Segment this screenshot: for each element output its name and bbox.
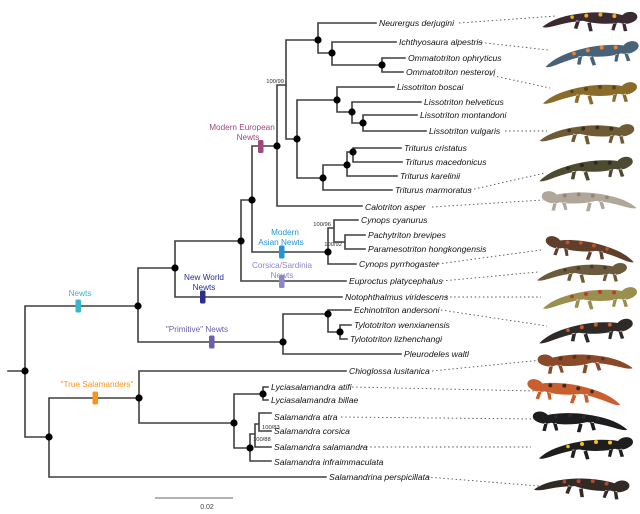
tip-label-triturus-cristatus: Triturus cristatus xyxy=(404,143,468,153)
clade-label-modern-asian-newts: Modern Asian Newts xyxy=(258,228,304,259)
support-value: 100/92 xyxy=(324,242,342,248)
support-value: 100/96 xyxy=(313,222,331,228)
clade-label-line: "True Salamanders" xyxy=(61,380,134,389)
clade-label-line: Modern European xyxy=(209,123,275,132)
tip-label-pleurodeles-waltl: Pleurodeles waltl xyxy=(404,349,470,359)
tip-label-tylototriton-lizhenchangi: Tylototriton lizhenchangi xyxy=(350,334,443,344)
species-photos xyxy=(526,5,640,504)
clade-label-primitive-newts: "Primitive" Newts xyxy=(166,325,228,349)
clade-marker xyxy=(75,299,81,313)
clade-label-line: Newts xyxy=(193,283,216,292)
tip-label-lissotriton-boscai: Lissotriton boscai xyxy=(397,82,464,92)
tip-label-chioglossa-lusitanica: Chioglossa lusitanica xyxy=(349,366,430,376)
tree-branches xyxy=(7,22,427,478)
clade-label-line: Asian Newts xyxy=(258,238,304,247)
tip-label-lissotriton-helveticus: Lissotriton helveticus xyxy=(424,97,504,107)
photo-ommatotriton xyxy=(543,82,637,105)
photo-salamandra-salamandra xyxy=(539,437,633,460)
photo-echinotriton-andersoni xyxy=(538,318,634,345)
tip-label-pachytriton-brevipes: Pachytriton brevipes xyxy=(368,230,447,240)
tip-labels: Neurergus derjugini Ichthyosaura alpestr… xyxy=(271,18,508,482)
tip-label-paramesotriton-hongkongensis: Paramesotriton hongkongensis xyxy=(368,244,487,254)
tip-label-lissotriton-montandoni: Lissotriton montandoni xyxy=(420,110,508,120)
photo-calotriton-asper xyxy=(541,186,637,214)
tip-label-cynops-pyrrhogaster: Cynops pyrrhogaster xyxy=(359,259,440,269)
tip-label-triturus-karelinii: Triturus karelinii xyxy=(400,171,461,181)
support-value: 100/99 xyxy=(266,79,284,85)
tip-label-lyciasalamandra-atifi: Lyciasalamandra atifi xyxy=(271,382,353,392)
clade-marker xyxy=(279,245,285,259)
photo-salamandra-atra xyxy=(532,408,628,435)
clade-marker xyxy=(209,335,215,349)
tip-label-cynops-cyanurus: Cynops cyanurus xyxy=(361,215,428,225)
tip-label-tylototriton-wenxianensis: Tylototriton wenxianensis xyxy=(354,320,451,330)
tip-label-calotriton-asper: Calotriton asper xyxy=(365,202,427,212)
tip-label-lyciasalamandra-billae: Lyciasalamandra billae xyxy=(271,395,358,405)
clade-marker xyxy=(258,140,264,153)
tip-label-salamandra-salamandra: Salamandra salamandra xyxy=(274,442,368,452)
clade-label-newts: Newts xyxy=(69,289,92,313)
leader-lines xyxy=(340,15,557,487)
photo-neurergus-derjugini xyxy=(542,5,638,35)
tip-label-ommatotriton-ophryticus: Ommatotriton ophryticus xyxy=(408,53,502,63)
tip-label-ommatotriton-nesterovi: Ommatotriton nesterovi xyxy=(406,67,496,77)
tip-label-salamandra-corsica: Salamandra corsica xyxy=(274,426,350,436)
clade-label-true-salamanders: "True Salamanders" xyxy=(61,380,134,405)
support-values: 100/99 100/96 100/92 100/83 100/88 xyxy=(253,79,342,443)
tip-label-notophthalmus-viridescens: Notophthalmus viridescens xyxy=(345,292,449,302)
clade-marker xyxy=(92,391,98,405)
tip-label-euproctus-platycephalus: Euproctus platycephalus xyxy=(349,276,443,286)
tree-nodes xyxy=(21,36,386,452)
clade-label-line: Newts xyxy=(237,133,260,142)
scale-bar: 0.02 xyxy=(155,497,233,511)
photo-notophthalmus-viridescens xyxy=(543,287,637,310)
photo-cynops-pyrrhogaster xyxy=(544,235,636,264)
clade-label-line: Corsica/Sardinia xyxy=(252,261,313,270)
scale-bar-label: 0.02 xyxy=(200,504,214,511)
clade-label-line: Modern xyxy=(271,228,299,237)
tip-label-salamandrina-perspicillata: Salamandrina perspicillata xyxy=(329,472,430,482)
tip-label-lissotriton-vulgaris: Lissotriton vulgaris xyxy=(429,126,501,136)
clade-label-modern-european-newts: Modern European Newts xyxy=(209,123,275,153)
photo-lyciasalamandra-atifi xyxy=(526,378,622,407)
clade-marker xyxy=(200,290,206,304)
tip-label-triturus-marmoratus: Triturus marmoratus xyxy=(395,185,472,195)
photo-lissotriton-vulgaris xyxy=(539,119,635,147)
clade-marker xyxy=(279,275,285,288)
photo-ichthyosaura-alpestris xyxy=(544,40,640,69)
photo-triturus-marmoratus xyxy=(538,156,634,183)
photo-salamandrina-perspicillata xyxy=(533,468,631,504)
photo-chioglossa-lusitanica xyxy=(537,346,633,378)
clade-label-line: Newts xyxy=(69,289,92,298)
clade-label-new-world-newts: New World Newts xyxy=(184,273,224,304)
tip-label-echinotriton-andersoni: Echinotriton andersoni xyxy=(354,305,441,315)
tip-label-salamandra-infraimmaculata: Salamandra infraimmaculata xyxy=(274,457,384,467)
clade-label-line: "Primitive" Newts xyxy=(166,325,228,334)
clade-label-corsica-sardinia-newts: Corsica/Sardinia Newts xyxy=(252,261,313,288)
photo-euproctus-platycephalus xyxy=(537,260,628,285)
tip-label-ichthyosaura-alpestris: Ichthyosaura alpestris xyxy=(399,37,483,47)
tip-label-salamandra-atra: Salamandra atra xyxy=(274,412,338,422)
clade-label-line: New World xyxy=(184,273,224,282)
tip-label-neurergus-derjugini: Neurergus derjugini xyxy=(379,18,455,28)
tip-label-triturus-macedonicus: Triturus macedonicus xyxy=(405,157,487,167)
support-value: 100/88 xyxy=(253,437,271,443)
support-value: 100/83 xyxy=(262,425,280,431)
